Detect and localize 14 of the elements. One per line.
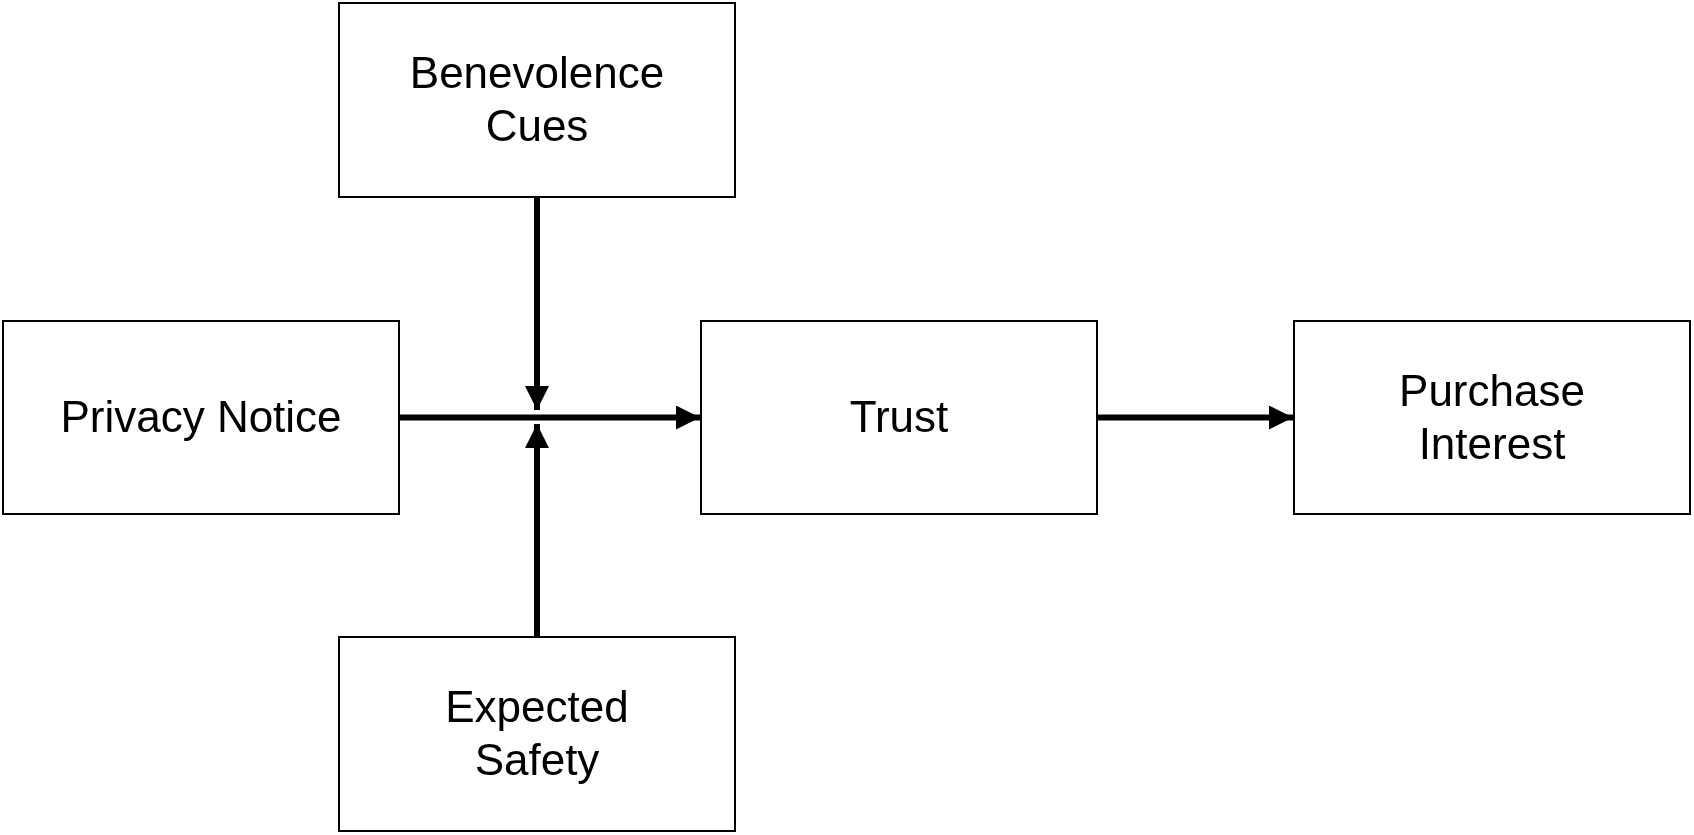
process-box bbox=[338, 2, 736, 198]
box-label: Trust bbox=[849, 391, 949, 444]
process-box bbox=[1293, 320, 1691, 515]
process-box bbox=[2, 320, 400, 515]
box-label: Expected Safety bbox=[444, 681, 630, 786]
box-label: Privacy Notice bbox=[60, 391, 342, 444]
arrow bbox=[525, 424, 549, 636]
arrow bbox=[1098, 405, 1293, 430]
arrow bbox=[400, 405, 700, 430]
box-label: Benevolence Cues bbox=[408, 47, 666, 152]
process-box bbox=[700, 320, 1098, 515]
arrow bbox=[525, 198, 549, 410]
process-box bbox=[338, 636, 736, 832]
box-label: Purchase Interest bbox=[1398, 364, 1586, 470]
